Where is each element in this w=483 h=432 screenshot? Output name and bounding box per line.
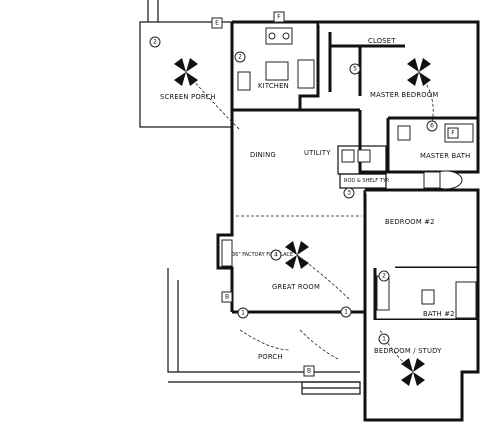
svg-text:6: 6 [430,123,434,130]
wire [239,329,291,351]
ceiling-fans [174,58,431,386]
svg-text:F: F [451,130,455,137]
dryer-icon [341,149,355,163]
main-wall [216,110,234,312]
circle-tag: 1 [378,333,390,345]
dining-label: DINING [250,151,276,159]
svg-text:3: 3 [347,190,351,197]
refrigerator-icon [297,59,315,89]
svg-text:B: B [307,368,311,375]
circle-tag: 1 [340,306,352,318]
svg-text:1: 1 [344,309,348,316]
porch-wall [167,268,360,373]
wire [379,329,414,373]
fan-icon [407,58,431,86]
shelf-wall [339,173,387,189]
box-tag: B [303,365,315,377]
fan-icon [174,58,198,86]
svg-text:2: 2 [153,39,157,46]
svg-text:2: 2 [382,273,386,280]
svg-text:1: 1 [382,336,386,343]
bath-2-toilet-icon [421,289,435,305]
svg-text:B: B [225,294,229,301]
box-tag: E [211,17,223,29]
svg-text:5: 5 [353,66,357,73]
room-labels: SCREEN PORCH CLOSET MASTER BEDROOM KITCH… [160,37,470,361]
circle-tag: 4 [270,249,282,261]
circle-tag: 2 [234,51,246,63]
circle-tag: 3 [343,187,355,199]
great-room-label: GREAT ROOM [272,283,320,291]
bedroom-2-label: BEDROOM #2 [385,218,435,226]
bedroom-study-wall [363,320,480,422]
svg-text:F: F [277,14,281,21]
burner-icon [268,32,276,40]
circle-tag: 2 [378,270,390,282]
box-tag: B [221,291,233,303]
bathtub-icon [455,281,477,319]
fan-icon [285,241,309,269]
wire [185,71,241,131]
svg-text:1: 1 [241,310,245,317]
svg-text:E: E [215,20,219,27]
fireplace-box [221,239,233,267]
circle-tag: 5 [349,63,361,75]
svg-text:2: 2 [238,54,242,61]
range-icon [265,27,293,45]
porch-label: PORCH [258,353,283,361]
bath-2-label: BATH #2 [423,310,455,318]
svg-text:4: 4 [274,252,278,259]
wire [299,329,341,361]
shower-icon [423,171,441,189]
washer-icon [357,149,371,163]
kitchen-label: KITCHEN [258,82,289,90]
shelf-note: ROD & SHELF TYP. [344,178,390,184]
bedroom-study-label: BEDROOM / STUDY [374,347,442,355]
bedroom-2-wall [365,188,480,270]
burner-icon-2 [282,32,290,40]
master-bath-label: MASTER BATH [420,152,470,160]
circle-tag: 1 [237,307,249,319]
box-tag: F [447,127,459,139]
fan-icon [401,358,425,386]
circle-tags: 2 2 5 6 3 4 2 1 1 1 [149,36,438,345]
kitchen-sink-icon [237,71,251,91]
master-bedroom-label: MASTER BEDROOM [370,91,438,99]
circle-tag: 6 [426,120,438,132]
kitchen-island [265,61,289,81]
box-tags: E F F B B [211,11,459,377]
circle-tag: 2 [149,36,161,48]
toilet-icon [397,125,411,141]
fireplace-note: 36" FACTORY FIREPLACE [232,252,293,258]
screen-porch-label: SCREEN PORCH [160,93,216,101]
box-tag: F [273,11,285,23]
closet-label: CLOSET [368,37,396,45]
wiring [185,71,434,373]
utility-label: UTILITY [304,149,331,157]
wire [296,254,351,301]
walls [139,0,480,422]
